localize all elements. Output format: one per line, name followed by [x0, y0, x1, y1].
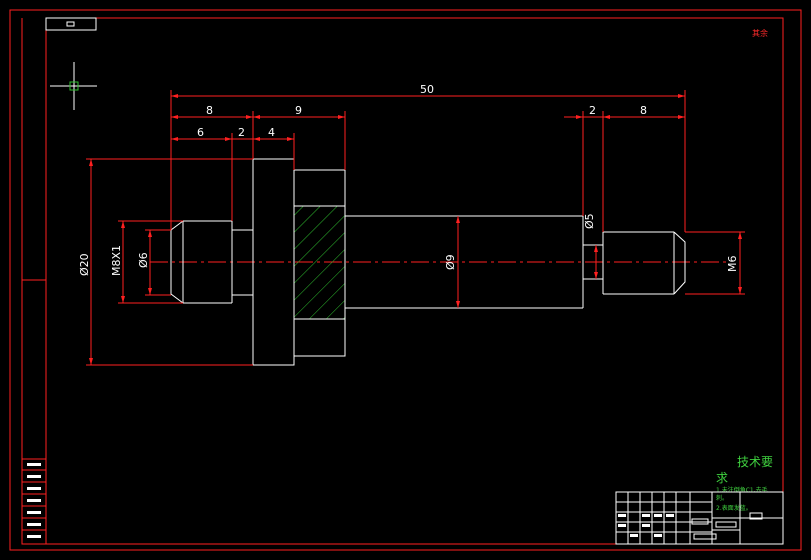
- dim-dia-20: Ø20: [78, 253, 91, 276]
- surface-roughness-note: 其余: [752, 28, 768, 38]
- tech-req-note-1-cont: 刺。: [716, 494, 728, 502]
- inner-border: [45, 17, 784, 545]
- dim-thread-m8: M8X1: [110, 245, 123, 276]
- dim-left-4: 4: [268, 126, 275, 139]
- dim-left-8: 8: [206, 104, 213, 117]
- tech-req-note-2: 2.表面发蓝。: [716, 504, 752, 512]
- outer-border: [9, 9, 802, 551]
- dimension-arrows: [89, 94, 742, 365]
- dim-dia-6: Ø6: [137, 252, 150, 268]
- binding-strip-table: [21, 458, 47, 545]
- section-hatch: [293, 205, 346, 320]
- crosshair-cursor-icon: [50, 62, 97, 110]
- dim-right-8: 8: [640, 104, 647, 117]
- dimension-lines: [86, 90, 745, 366]
- title-block: [615, 491, 784, 545]
- tech-req-note-1: 1.未注倒角C1,去毛: [716, 486, 768, 494]
- dim-left-2: 2: [238, 126, 245, 139]
- dim-overall-length: 50: [420, 83, 434, 96]
- dim-dia-9: Ø9: [444, 254, 457, 270]
- dim-left-6: 6: [197, 126, 204, 139]
- dim-right-2: 2: [589, 104, 596, 117]
- tech-req-title-cont: 求: [716, 471, 728, 485]
- dim-dia-5: Ø5: [583, 213, 596, 229]
- dim-left-9: 9: [295, 104, 302, 117]
- title-block-text-marks: [618, 514, 674, 537]
- title-tag-inner: [66, 21, 75, 27]
- title-tag-box: [45, 17, 97, 31]
- dim-thread-m6: M6: [726, 256, 739, 273]
- tech-req-title: 技术要: [737, 455, 773, 469]
